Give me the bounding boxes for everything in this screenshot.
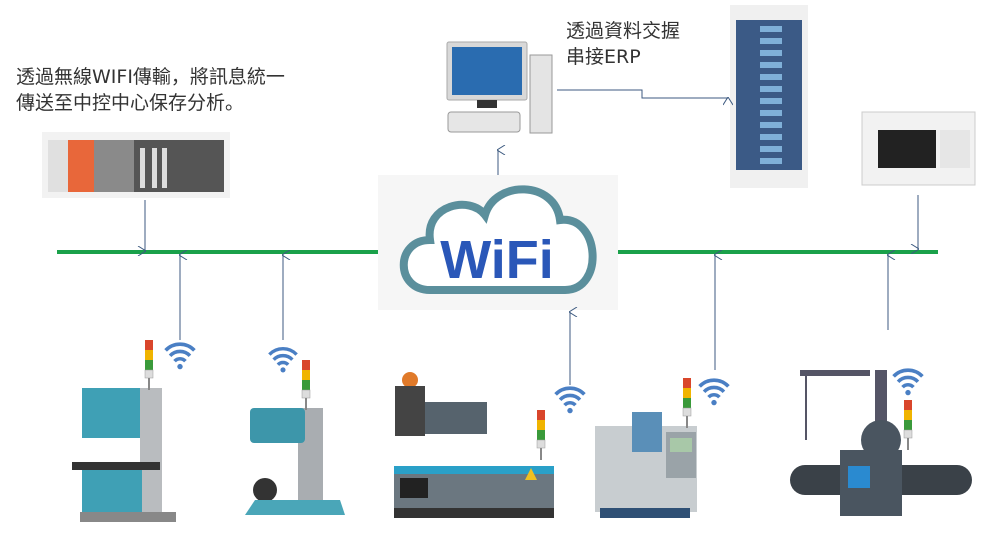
rack-led <box>760 74 782 80</box>
machine-cnc-mill <box>394 372 587 518</box>
erp-annotation-line2: 串接ERP <box>566 46 641 68</box>
machine-drill-press <box>245 346 345 515</box>
left-annotation-line1: 透過無線WIFI傳輸，將訊息統一 <box>16 66 285 88</box>
rack-led <box>760 38 782 44</box>
left-annotation: 透過無線WIFI傳輸，將訊息統一 傳送至中控中心保存分析。 <box>16 64 285 116</box>
rack-led <box>760 134 782 140</box>
wifi-label: WiFi <box>440 230 553 290</box>
rack-led <box>760 62 782 68</box>
rack-led <box>760 158 782 164</box>
left-annotation-line2: 傳送至中控中心保存分析。 <box>16 92 245 114</box>
rack-led <box>760 98 782 104</box>
erp-annotation: 透過資料交握 串接ERP <box>566 18 680 70</box>
machine-band-saw <box>72 340 197 522</box>
plc-rack-left <box>42 132 230 198</box>
machine-robot-arm <box>790 368 972 516</box>
plc-controller-right <box>861 111 976 186</box>
wifi-cloud: WiFi <box>378 175 618 310</box>
rack-led <box>760 110 782 116</box>
rack-led <box>760 122 782 128</box>
erp-annotation-line1: 透過資料交握 <box>566 20 681 42</box>
machine-cnc-lathe <box>595 378 731 518</box>
server-rack <box>730 5 808 188</box>
rack-led <box>760 86 782 92</box>
rack-led <box>760 146 782 152</box>
rack-led <box>760 50 782 56</box>
rack-led <box>760 26 782 32</box>
arrow-computer-to-server <box>557 89 728 98</box>
computer-workstation <box>446 41 553 134</box>
